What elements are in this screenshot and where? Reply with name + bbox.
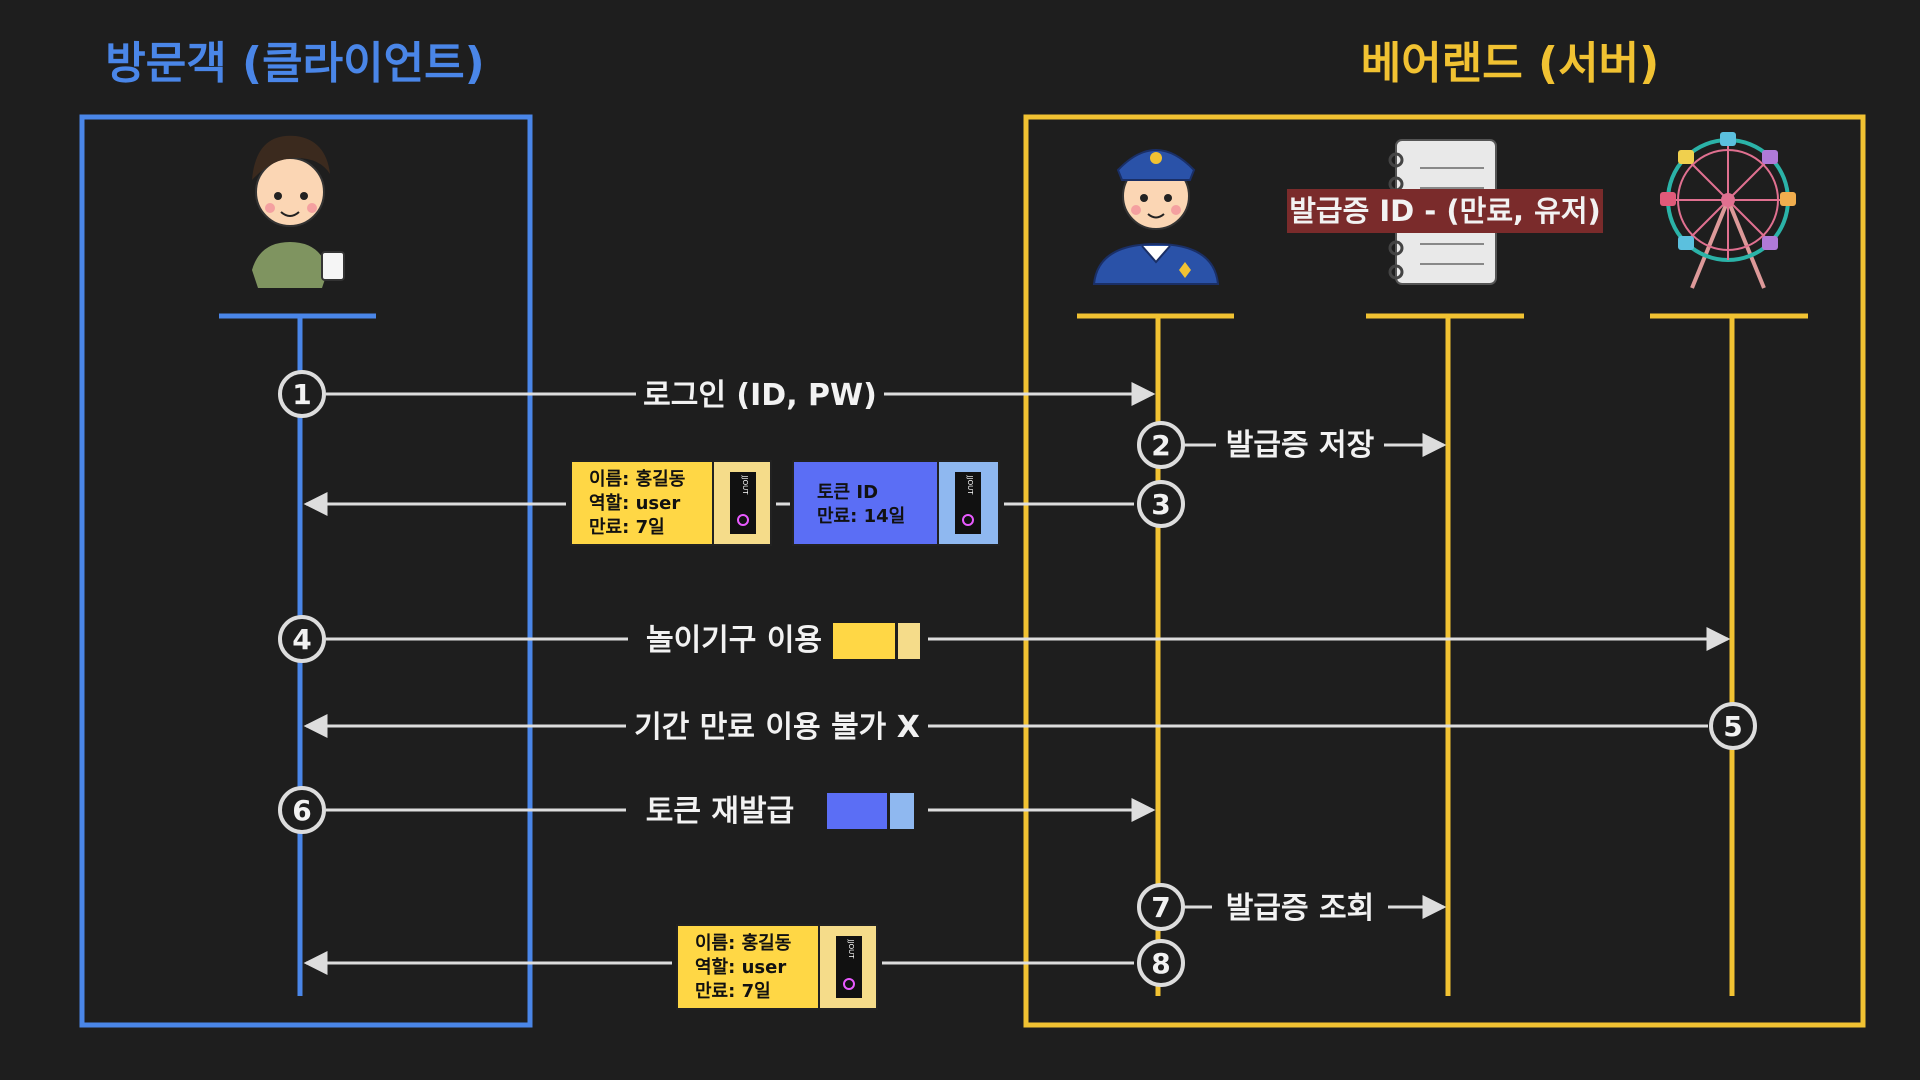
label-step-7: 발급증 조회 [1226,891,1374,926]
visitor-icon [252,135,345,288]
ticket-logo-icon [962,514,974,526]
step-number: 5 [1723,710,1742,743]
label-step-2: 발급증 저장 [1226,428,1375,463]
reissued-access-token-ticket: JJOUT 이름: 홍길동 역할: user 만료: 7일 [676,924,878,1010]
ferris-wheel-icon [1660,132,1796,289]
step-badge-3: 3 [1137,480,1185,528]
registry-label: 발급증 ID - (만료, 유저) [1289,194,1601,228]
ticket-line-2: 만료: 14일 [817,506,905,527]
ticket-logo-icon [843,978,855,990]
label-step-4: 놀이기구 이용 [646,623,822,658]
step-number: 1 [292,378,311,411]
step-badge-8: 8 [1137,939,1185,987]
access-token-ticket: JJOUT 이름: 홍길동 역할: user 만료: 7일 [570,460,772,546]
client-frame [79,114,533,1028]
police-officer-icon [1092,149,1220,285]
registry-label-bg [1287,189,1603,233]
label-step-1: 로그인 (ID, PW) [643,378,877,413]
ticket-logo-icon [737,514,749,526]
step-number: 4 [292,623,311,656]
mini-refresh-token-icon [827,793,914,829]
step-number: 8 [1151,947,1170,980]
step-number: 3 [1151,488,1170,521]
step-number: 2 [1151,429,1170,462]
step-badge-2: 2 [1137,421,1185,469]
step-badge-7: 7 [1137,883,1185,931]
ticket-stub-text: JJOUT [847,938,855,959]
step-number: 6 [292,794,311,827]
step-number: 7 [1151,891,1170,924]
ticket-stub-text: JJOUT [966,474,974,495]
ticket-line-3: 만료: 7일 [589,517,665,538]
label-step-6: 토큰 재발급 [646,794,794,829]
server-frame [1023,114,1866,1028]
ticket-line-1: 토큰 ID [817,482,878,503]
ticket-line-2: 역할: user [695,956,786,978]
ticket-line-1: 이름: 홍길동 [589,468,685,490]
step-badge-4: 4 [278,615,326,663]
refresh-token-ticket: JJOUT 토큰 ID 만료: 14일 [792,460,1000,546]
server-title: 베어랜드 (서버) [1361,38,1659,89]
ticket-line-2: 역할: user [589,492,680,514]
ticket-line-3: 만료: 7일 [695,981,771,1002]
step-badge-5: 5 [1709,702,1757,750]
ticket-line-1: 이름: 홍길동 [695,932,791,954]
label-step-5: 기간 만료 이용 불가 X [634,710,920,745]
mini-access-token-icon [833,623,920,659]
ticket-stub-text: JJOUT [741,474,749,495]
step-badge-1: 1 [278,370,326,418]
client-title: 방문객 (클라이언트) [105,38,484,89]
step-badge-6: 6 [278,786,326,834]
